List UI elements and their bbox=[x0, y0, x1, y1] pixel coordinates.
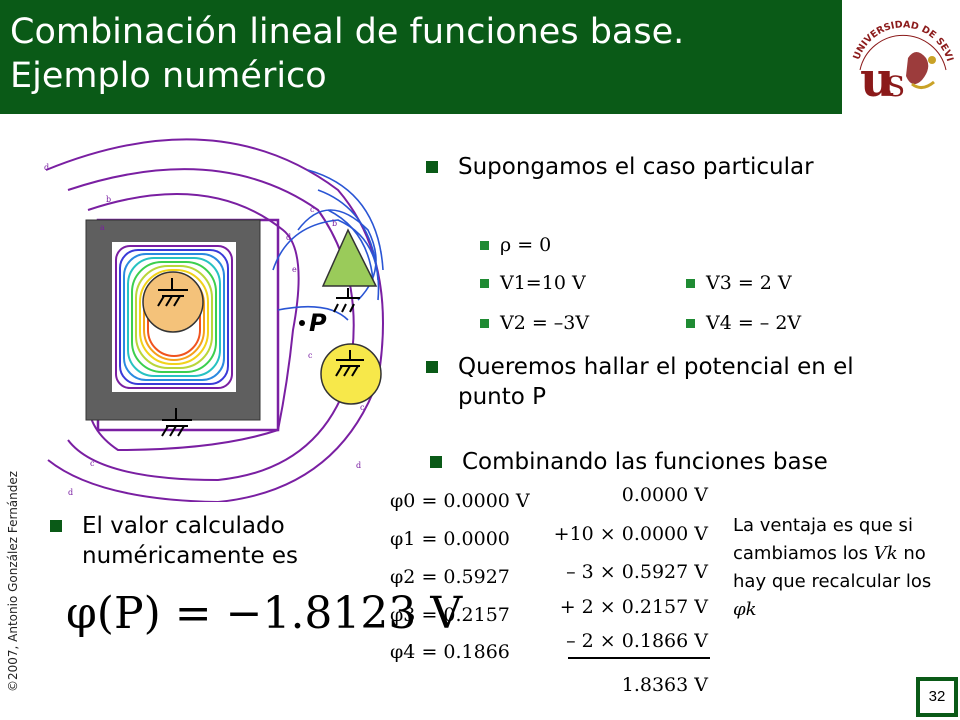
contour-letter: b bbox=[106, 195, 111, 204]
contour-letter: c bbox=[308, 351, 313, 360]
sum-result: 1.8363 V bbox=[621, 674, 708, 696]
ventaja-vk: Vk bbox=[873, 543, 898, 564]
title-bar: Combinación lineal de funciones base. Ej… bbox=[0, 0, 842, 114]
phi-4-label: φ4 bbox=[390, 641, 416, 663]
ventaja-phik: φk bbox=[733, 599, 757, 620]
field-contour-figure: P d b a c b d c e c d d c bbox=[44, 138, 384, 502]
ventaja-line-2: no hay que recalcular los bbox=[733, 543, 932, 592]
ventaja-note: La ventaja es que si cambiamos los Vk no… bbox=[733, 512, 953, 624]
bullet-marker bbox=[50, 520, 62, 532]
contour-letter: c bbox=[90, 459, 95, 468]
contour-letter: d bbox=[286, 233, 291, 242]
sub-bullet-marker bbox=[480, 319, 489, 328]
v3-text: V3 = 2 V bbox=[706, 272, 792, 294]
phi-1: φ1 = 0.0000 bbox=[390, 528, 510, 550]
phi-3-value: = 0.2157 bbox=[421, 604, 510, 626]
v4-text: V4 = – 2V bbox=[706, 312, 802, 334]
sub-bullet-v4: V4 = – 2V bbox=[686, 312, 802, 334]
phi-4: φ4 = 0.1866 bbox=[390, 641, 510, 663]
phi-2-label: φ2 bbox=[390, 566, 416, 588]
sub-bullet-v2: V2 = –3V bbox=[480, 312, 590, 334]
phi-3: φ3 = 0.2157 bbox=[390, 604, 510, 626]
svg-text:S: S bbox=[886, 70, 905, 103]
contour-letter: e bbox=[292, 265, 297, 274]
contour-letter: d bbox=[44, 163, 49, 172]
phi-0: φ0 = 0.0000 V bbox=[390, 490, 530, 512]
phi-1-label: φ1 bbox=[390, 528, 416, 550]
sum-term-1: +10 × 0.0000 V bbox=[553, 523, 708, 545]
sub-bullet-v3: V3 = 2 V bbox=[686, 272, 792, 294]
sum-term-0: 0.0000 V bbox=[621, 484, 708, 506]
phi-2: φ2 = 0.5927 bbox=[390, 566, 510, 588]
bullet-marker bbox=[430, 456, 442, 468]
sub-bullet-marker bbox=[686, 319, 695, 328]
contour-letter: b bbox=[332, 219, 337, 228]
sub-bullet-v1: V1=10 V bbox=[480, 272, 586, 294]
sum-divider bbox=[568, 657, 710, 659]
bullet-marker bbox=[426, 361, 438, 373]
phi-4-value: = 0.1866 bbox=[421, 641, 510, 663]
bullet-combinando-text: Combinando las funciones base bbox=[462, 449, 828, 475]
phi-1-value: = 0.0000 bbox=[421, 528, 510, 550]
contour-letter: a bbox=[100, 223, 105, 232]
contour-letter: c bbox=[360, 403, 365, 412]
phi-2-value: = 0.5927 bbox=[421, 566, 510, 588]
contour-letter: d bbox=[356, 461, 361, 470]
university-logo: UNIVERSIDAD DE SEVILLA u S bbox=[842, 0, 960, 114]
svg-text:u: u bbox=[860, 52, 895, 108]
bullet-queremos: Queremos hallar el potencial en el punto… bbox=[426, 352, 898, 412]
sum-term-3: + 2 × 0.2157 V bbox=[559, 596, 708, 618]
bullet-combinando: Combinando las funciones base bbox=[430, 447, 932, 477]
v1-text: V1=10 V bbox=[500, 272, 586, 294]
rho-text: ρ = 0 bbox=[500, 234, 552, 256]
sum-term-4: – 2 × 0.1866 V bbox=[566, 630, 708, 652]
bullet-supongamos-text: Supongamos el caso particular bbox=[458, 154, 814, 180]
bullet-supongamos: Supongamos el caso particular bbox=[426, 152, 838, 182]
sub-bullet-rho: ρ = 0 bbox=[480, 234, 552, 256]
title-line-2: Ejemplo numérico bbox=[10, 56, 327, 96]
bullet-valor-calculado: El valor calculado numéricamente es bbox=[50, 511, 372, 571]
page-number-badge: 32 bbox=[916, 677, 958, 717]
title-line-1: Combinación lineal de funciones base. bbox=[10, 12, 685, 52]
point-p-label: P bbox=[309, 309, 327, 337]
contour-letter: c bbox=[310, 205, 315, 214]
v2-text: V2 = –3V bbox=[500, 312, 590, 334]
result-equation: φ(P) = −1.8123 V bbox=[66, 588, 463, 639]
bullet-marker bbox=[426, 161, 438, 173]
sub-bullet-marker bbox=[686, 279, 695, 288]
sub-bullet-marker bbox=[480, 279, 489, 288]
bullet-valor-text: El valor calculado numéricamente es bbox=[82, 513, 299, 569]
ventaja-line-1: La ventaja es que si cambiamos los bbox=[733, 515, 913, 564]
logo-emblem: UNIVERSIDAD DE SEVILLA u S bbox=[842, 0, 955, 108]
page-number: 32 bbox=[920, 681, 954, 713]
phi-0-label: φ0 bbox=[390, 490, 416, 512]
sub-bullet-marker bbox=[480, 241, 489, 250]
bullet-queremos-text: Queremos hallar el potencial en el punto… bbox=[458, 354, 854, 410]
sum-term-2: – 3 × 0.5927 V bbox=[566, 561, 708, 583]
phi-3-label: φ3 bbox=[390, 604, 416, 626]
contour-letter: d bbox=[68, 488, 73, 497]
copyright-notice: ©2007, Antonio González Fernández bbox=[6, 470, 20, 692]
slide-title: Combinación lineal de funciones base. Ej… bbox=[10, 10, 684, 98]
phi-0-value: = 0.0000 V bbox=[421, 490, 530, 512]
